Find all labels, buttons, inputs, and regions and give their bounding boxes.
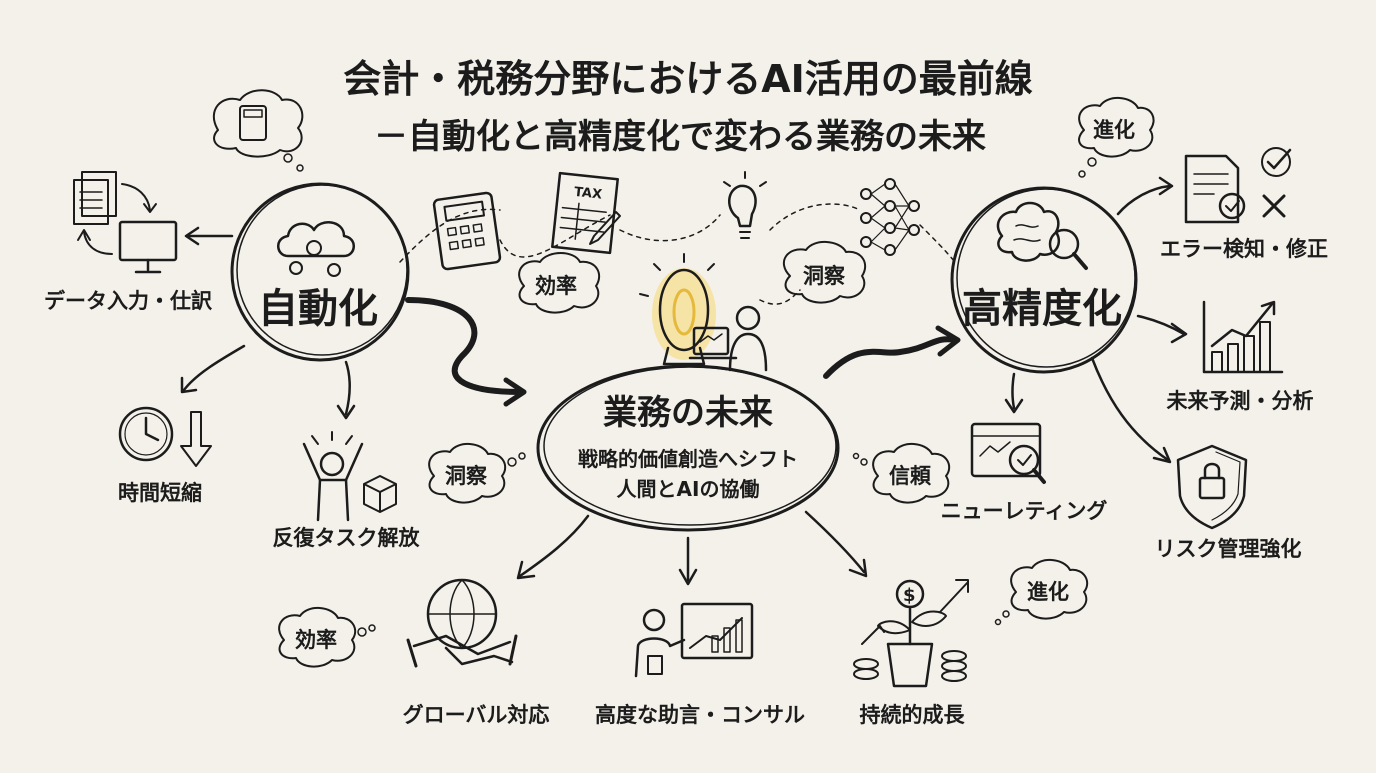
bubble-efficiency-bottom: 効率 xyxy=(278,607,376,668)
celebrating-person-icon xyxy=(302,431,364,522)
arrowhead xyxy=(935,325,961,357)
dashed-connector xyxy=(769,203,861,231)
precision-to-nulleting-arrow xyxy=(1011,372,1016,410)
precision-hub-label: 高精度化 xyxy=(962,286,1122,332)
cross-icon xyxy=(1262,194,1286,218)
arrowhead xyxy=(180,376,198,394)
arrowhead xyxy=(1158,176,1174,196)
automation-hub-label: 自動化 xyxy=(258,286,378,332)
center-to-global-arrow xyxy=(518,514,590,578)
bubble-insight-left: 洞察 xyxy=(428,443,526,504)
box-icon xyxy=(363,475,397,513)
automation-to-time-arrow xyxy=(182,344,246,392)
clock-icon xyxy=(118,406,174,462)
calculator-thought-icon xyxy=(212,89,304,172)
data-entry-label: データ入力・仕訳 xyxy=(44,289,213,313)
global-label: グローバル対応 xyxy=(403,703,550,727)
center-hub-line2: 人間とAIの協働 xyxy=(617,477,760,501)
bubble-insight-top-text: 洞察 xyxy=(803,264,846,288)
forecast-label: 未来予測・分析 xyxy=(1167,389,1314,413)
automation-to-center-arrow xyxy=(405,297,523,395)
bubble-evolution-top: 進化 xyxy=(1078,97,1155,178)
bubble-efficiency-bottom-text: 効率 xyxy=(295,628,337,652)
arrowhead xyxy=(143,203,157,213)
bubble-trust-text: 信頼 xyxy=(889,464,932,488)
arrowhead xyxy=(1004,398,1024,414)
person-laptop-icon xyxy=(688,305,768,372)
tax-icon-label: TAX xyxy=(573,185,602,203)
pen-icon xyxy=(589,211,621,245)
center-hub-title: 業務の未来 xyxy=(603,393,773,433)
chart-magnifier-icon xyxy=(970,422,1046,484)
documents-icon xyxy=(73,171,117,225)
bubble-insight-top: 洞察 xyxy=(783,241,867,304)
arrowhead xyxy=(678,568,698,586)
bubble-efficiency-top: 効率 xyxy=(518,252,601,314)
automation-hub: 自動化 xyxy=(230,182,410,362)
title-line1: 会計・税務分野におけるAI活用の最前線 xyxy=(343,57,1033,101)
precision-to-error-arrow xyxy=(1116,184,1172,216)
monitor-icon xyxy=(118,220,178,274)
lightbulb-icon xyxy=(723,171,767,239)
advisory-label: 高度な助言・コンサル xyxy=(595,703,805,727)
neural-network-icon xyxy=(860,178,920,256)
bubble-efficiency-top-text: 効率 xyxy=(535,274,577,298)
center-hub: 業務の未来 戦略的価値創造へシフト 人間とAIの協働 xyxy=(536,364,840,532)
growth-label: 持続的成長 xyxy=(860,703,966,727)
precision-to-forecast-arrow xyxy=(1136,314,1186,336)
svg-text:$: $ xyxy=(903,585,916,606)
shield-lock-icon xyxy=(1176,444,1248,530)
down-arrow-icon xyxy=(180,411,212,467)
connector-arrow xyxy=(83,231,113,255)
tax-form-icon: TAX xyxy=(551,171,619,255)
bubble-evolution-bottom: 進化 xyxy=(994,559,1089,626)
time-saving-label: 時間短縮 xyxy=(118,481,202,505)
center-to-precision-arrow xyxy=(823,336,958,379)
precision-hub: 高精度化 xyxy=(950,186,1138,374)
center-to-growth-arrow xyxy=(804,510,866,574)
arrowhead xyxy=(184,226,200,246)
calculator-icon xyxy=(432,191,502,271)
bubble-trust: 信頼 xyxy=(852,443,951,504)
dashed-connector xyxy=(619,214,721,242)
title-line2: －自動化と高精度化で変わる業務の未来 xyxy=(374,117,986,157)
error-detection-label: エラー検知・修正 xyxy=(1160,237,1328,261)
dashed-connector xyxy=(759,289,801,305)
connector-arrow xyxy=(121,183,151,211)
arrowhead xyxy=(77,229,91,241)
dashed-connector xyxy=(919,224,956,263)
plant-coins-icon: $ xyxy=(853,579,969,688)
automation-to-task-arrow xyxy=(344,360,351,416)
precision-to-risk-arrow xyxy=(1090,356,1170,462)
risk-label: リスク管理強化 xyxy=(1155,537,1302,561)
arrowhead xyxy=(848,558,868,578)
arrowhead xyxy=(503,377,527,407)
cloud-gears-icon xyxy=(277,221,355,277)
brain-magnifier-icon xyxy=(996,201,1088,270)
growth-chart-icon xyxy=(1202,300,1284,374)
bubble-insight-left-text: 洞察 xyxy=(445,464,488,488)
arrowhead xyxy=(1152,446,1172,464)
arrowhead xyxy=(1170,322,1188,344)
nulleting-label: ニューレティング xyxy=(941,499,1108,523)
arrowhead xyxy=(516,560,536,580)
task-release-label: 反復タスク解放 xyxy=(273,526,421,550)
bubble-evolution-bottom-text: 進化 xyxy=(1027,580,1069,604)
arrowhead xyxy=(336,404,356,420)
globe-handshake-icon xyxy=(406,578,518,668)
center-hub-line1: 戦略的価値創造へシフト xyxy=(578,447,798,471)
bubble-evolution-top-text: 進化 xyxy=(1093,118,1135,142)
presenter-icon xyxy=(634,602,754,678)
glowing-bulb-icon xyxy=(639,253,716,366)
report-check-icon xyxy=(1184,154,1246,224)
dashed-connector xyxy=(499,214,611,258)
check-icon xyxy=(1261,147,1292,177)
